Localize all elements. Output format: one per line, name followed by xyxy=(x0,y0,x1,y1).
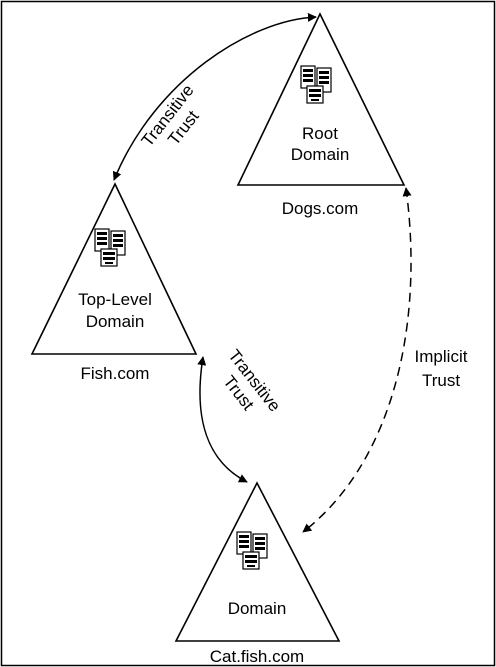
root-title-line-2: Domain xyxy=(291,145,350,164)
implicit-trust-arrow xyxy=(302,187,412,533)
top-level-title-line-2: Domain xyxy=(86,312,145,331)
root-domain-name: Dogs.com xyxy=(282,199,359,218)
edge-top-level-child: Transitive Trust xyxy=(197,346,284,483)
root-domain-node: Root Domain Dogs.com xyxy=(236,12,406,218)
child-domain-name: Cat.fish.com xyxy=(210,647,304,666)
edge-root-child: Implicit Trust xyxy=(302,187,468,533)
top-level-title-line-1: Top-Level xyxy=(78,290,152,309)
transitive-trust-arrow-1 xyxy=(112,12,317,181)
top-level-domain-triangle xyxy=(30,182,198,355)
root-title-line-1: Root xyxy=(302,124,338,143)
transitive-trust-arrow-2 xyxy=(197,356,248,483)
edge3-label-line-1: Implicit xyxy=(415,347,468,366)
child-domain-node: Domain Cat.fish.com xyxy=(174,481,341,666)
top-level-domain-name: Fish.com xyxy=(81,364,150,383)
top-level-domain-node: Top-Level Domain Fish.com xyxy=(30,182,198,383)
child-title-line-1: Domain xyxy=(228,599,287,618)
edge3-label-line-2: Trust xyxy=(422,371,460,390)
